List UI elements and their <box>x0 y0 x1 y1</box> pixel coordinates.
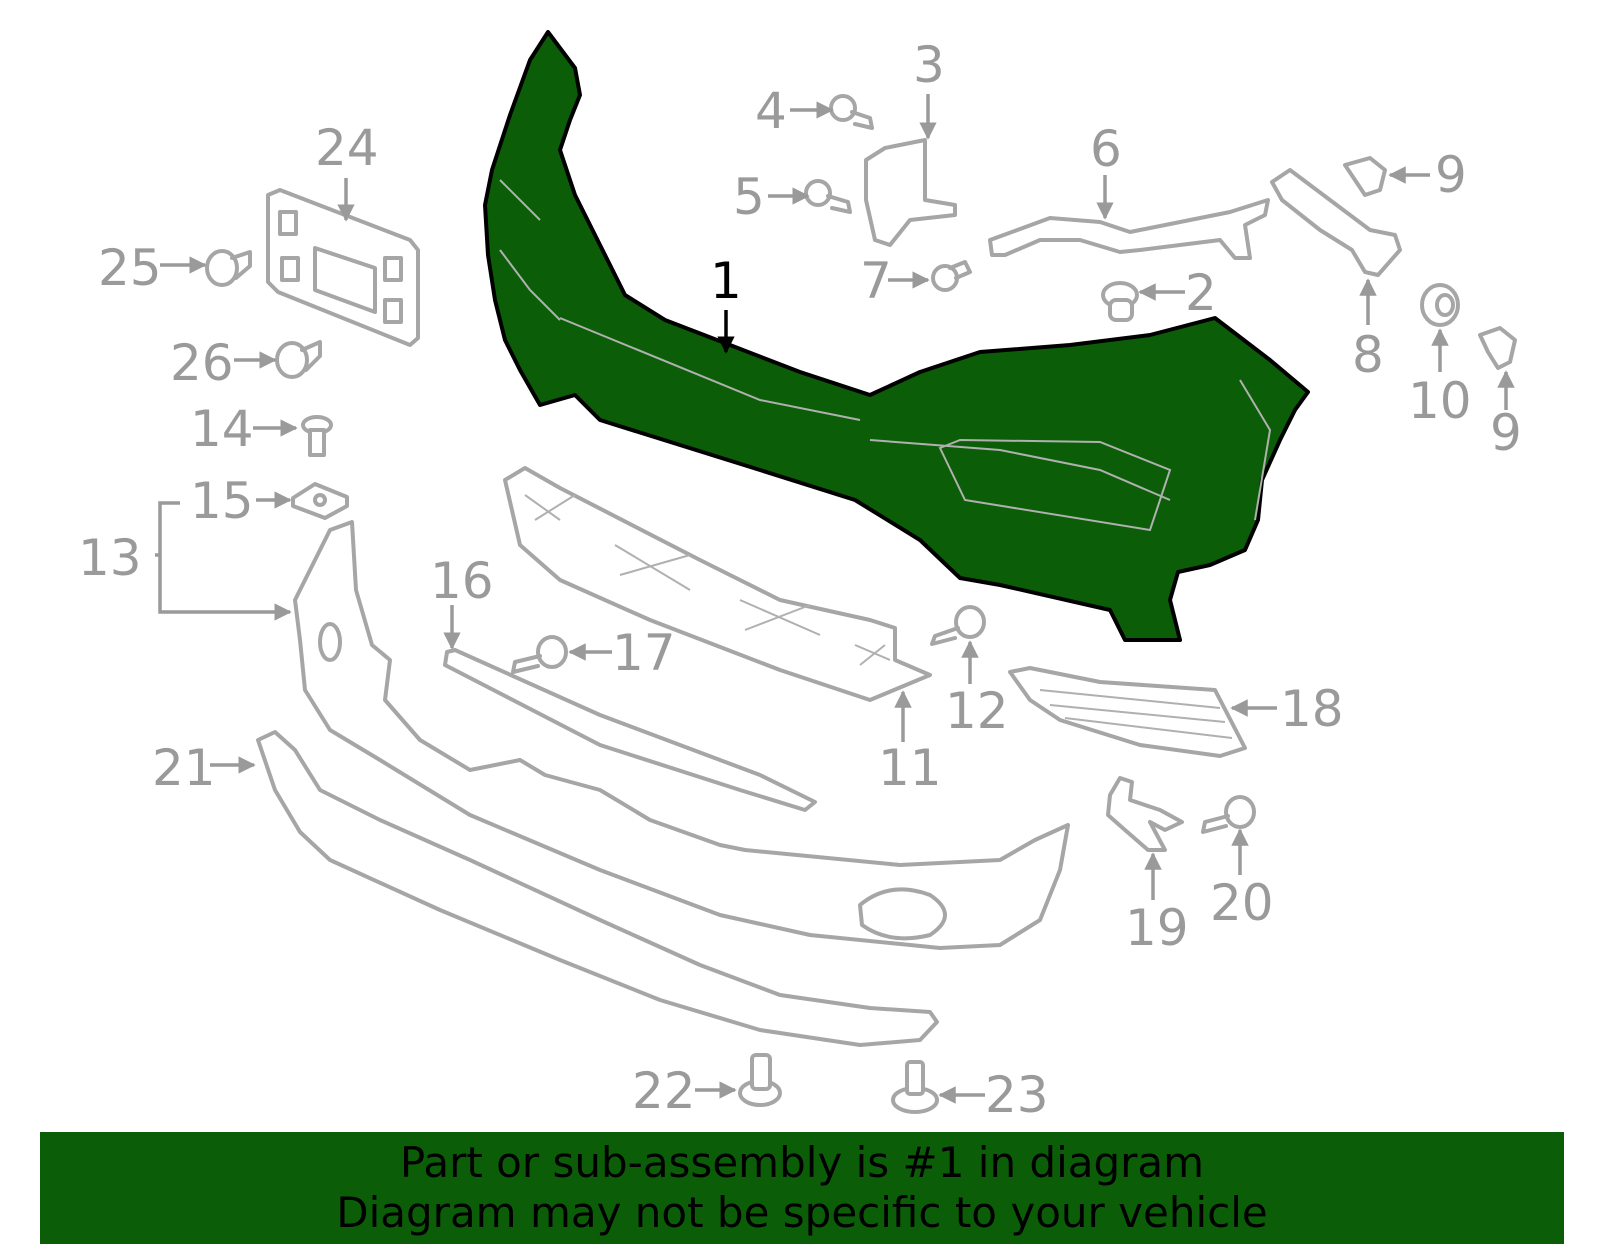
callout-19: 19 <box>1125 899 1189 957</box>
callout-16: 16 <box>430 552 494 610</box>
bolt-part-14[interactable] <box>301 415 333 457</box>
callout-17: 17 <box>612 624 676 682</box>
nut-part-15[interactable] <box>291 482 349 520</box>
license-plate-bracket-part-24[interactable] <box>266 188 420 347</box>
bumper-cover-shape <box>483 30 1310 642</box>
callout-9-top: 9 <box>1435 146 1467 204</box>
side-bracket-part-8[interactable] <box>1270 168 1402 277</box>
callout-4: 4 <box>755 82 787 140</box>
clip-part-9-right[interactable] <box>1478 326 1517 370</box>
callout-6: 6 <box>1090 120 1122 178</box>
callout-1: 1 <box>710 252 742 310</box>
bolt-part-20[interactable] <box>1201 795 1256 834</box>
clip-part-19[interactable] <box>1106 776 1184 852</box>
grommet-part-10[interactable] <box>1420 283 1460 327</box>
callout-21: 21 <box>152 739 216 797</box>
grille-part-11[interactable] <box>503 466 932 702</box>
bolt-part-22[interactable] <box>738 1053 782 1107</box>
callout-8: 8 <box>1352 326 1384 384</box>
callout-23: 23 <box>985 1066 1049 1124</box>
callout-25: 25 <box>98 239 162 297</box>
bolt-part-7[interactable] <box>931 260 972 292</box>
side-vent-part-18[interactable] <box>1008 666 1247 758</box>
callouts: 1 2 3 4 5 6 7 8 9 9 10 11 12 13 14 15 16… <box>78 36 1522 1124</box>
callout-2: 2 <box>1185 264 1217 322</box>
bolt-part-17[interactable] <box>511 635 568 674</box>
clip-part-2[interactable] <box>1101 281 1139 322</box>
rivet-part-25[interactable] <box>205 249 252 287</box>
bolt-part-5[interactable] <box>804 179 852 214</box>
leader-lines <box>155 94 1515 1104</box>
bolt-part-12[interactable] <box>930 605 986 646</box>
callout-11: 11 <box>878 739 942 797</box>
bumper-cover-part-1[interactable] <box>483 30 1310 642</box>
callout-3: 3 <box>913 36 945 94</box>
callout-26: 26 <box>170 334 234 392</box>
callout-15: 15 <box>190 472 254 530</box>
trim-strip-part-16[interactable] <box>443 648 817 812</box>
support-bar-part-6[interactable] <box>988 198 1270 260</box>
callout-9-right: 9 <box>1490 404 1522 462</box>
screw-part-23[interactable] <box>891 1060 939 1114</box>
callout-18: 18 <box>1280 680 1344 738</box>
bumper-cover-detail <box>499 179 1272 532</box>
banner-line-2: Diagram may not be specific to your vehi… <box>336 1188 1268 1237</box>
callout-5: 5 <box>733 168 765 226</box>
callout-13: 13 <box>78 529 142 587</box>
callout-24: 24 <box>315 119 379 177</box>
lower-bumper-part-13[interactable] <box>293 520 1070 950</box>
callout-14: 14 <box>190 400 254 458</box>
callout-12: 12 <box>945 682 1009 740</box>
lip-spoiler-part-21[interactable] <box>256 730 939 1047</box>
clip-part-9-top[interactable] <box>1343 156 1387 197</box>
bracket-part-3[interactable] <box>864 138 957 247</box>
callout-20: 20 <box>1210 874 1274 932</box>
callout-22: 22 <box>632 1062 696 1120</box>
info-banner: Part or sub-assembly is #1 in diagram Di… <box>40 1132 1564 1244</box>
callout-10: 10 <box>1408 372 1472 430</box>
callout-7: 7 <box>860 252 892 310</box>
bolt-part-4[interactable] <box>829 94 874 130</box>
banner-line-1: Part or sub-assembly is #1 in diagram <box>399 1138 1205 1187</box>
rivet-part-26[interactable] <box>275 340 322 379</box>
